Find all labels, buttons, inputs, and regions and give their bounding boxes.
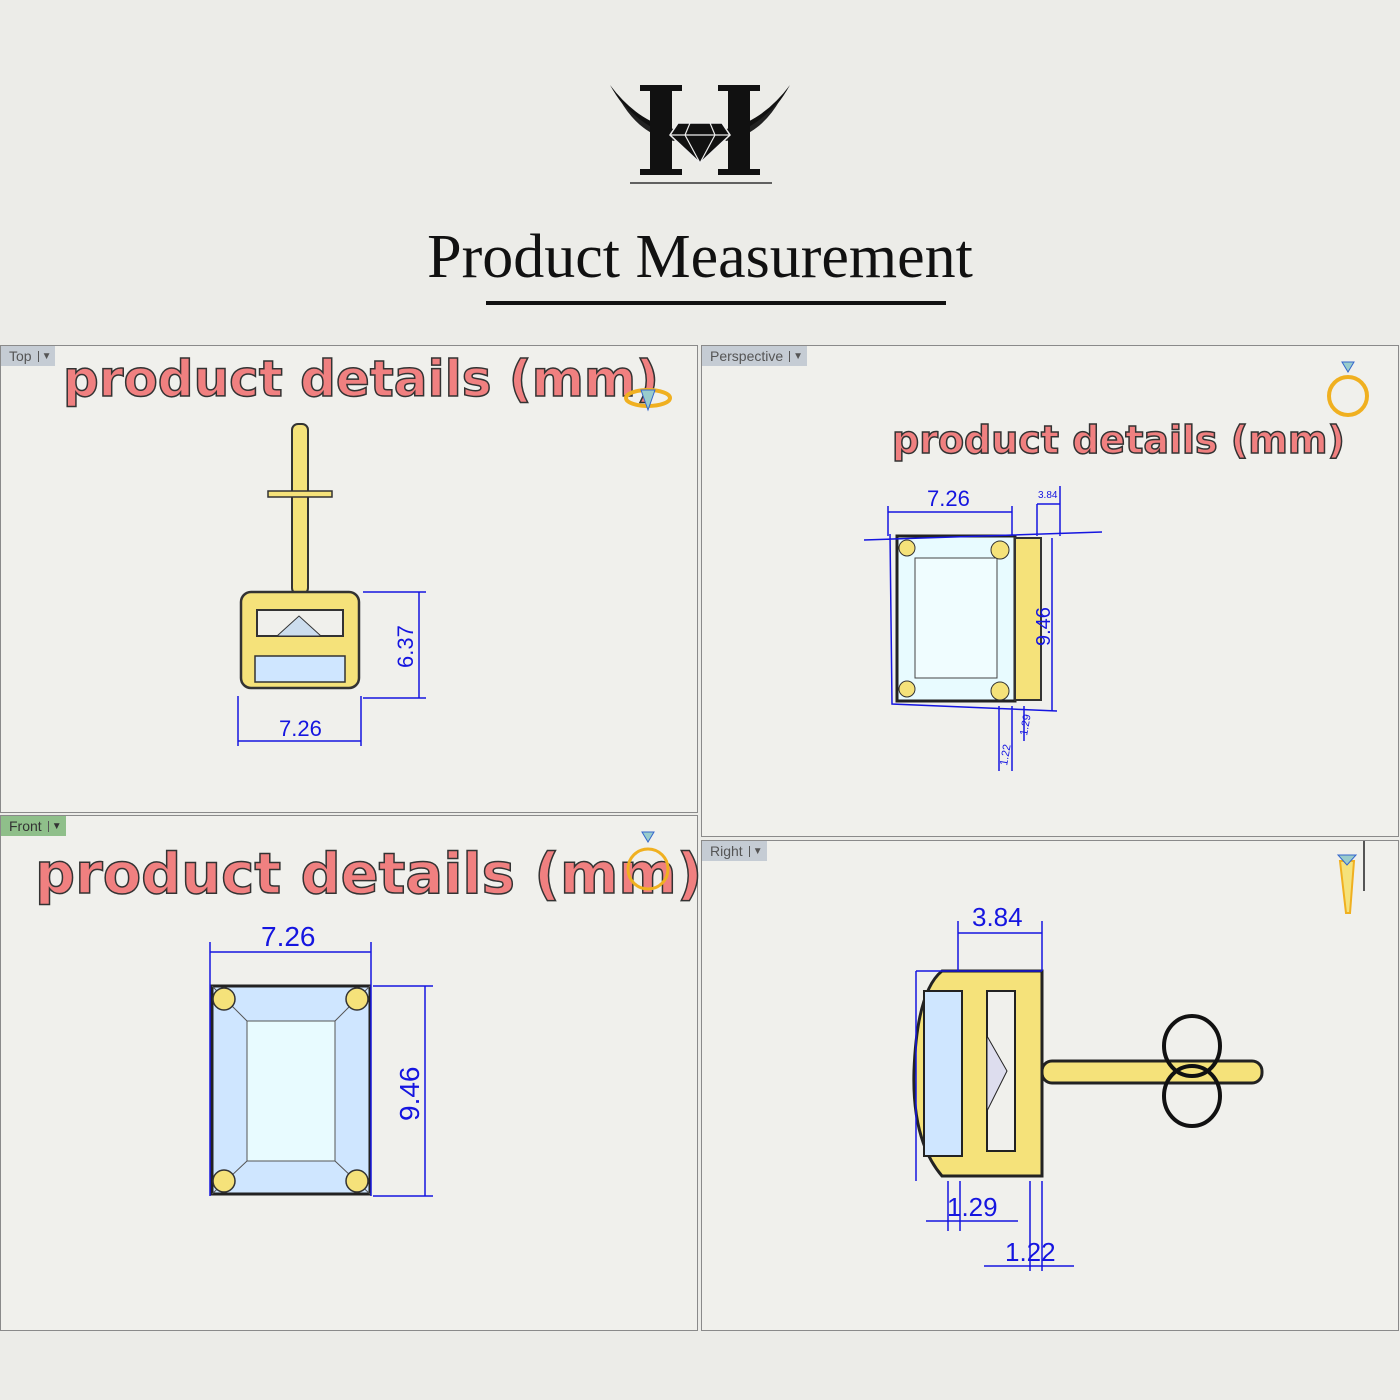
dimension-label: 6.37 [393, 625, 418, 668]
viewport-name: Top [9, 348, 32, 364]
dimension-label: 3.84 [1038, 490, 1058, 501]
dimension-label: 1.29 [1018, 713, 1034, 736]
chevron-down-icon[interactable]: ▼ [748, 845, 763, 857]
ring-top-icon [624, 388, 672, 412]
ring-side-icon [1336, 841, 1365, 914]
right-view-drawing: 3.84 1.29 1.22 [912, 841, 1365, 1271]
product-details-label: product details (mm) [34, 841, 703, 908]
ring-icon [1327, 361, 1369, 417]
dimension-label: 7.26 [279, 716, 322, 741]
dimension-label: 9.46 [394, 1067, 425, 1122]
chevron-down-icon[interactable]: ▼ [789, 350, 803, 362]
viewport-name: Perspective [710, 348, 784, 364]
product-details-label: product details (mm) [891, 417, 1345, 463]
chevron-down-icon[interactable]: ▼ [37, 350, 51, 362]
dimension-label: 7.26 [261, 921, 316, 952]
viewport-front[interactable]: Front ▼ product details (mm) 7.26 9.46 [0, 815, 703, 1331]
viewport-name: Right [710, 843, 743, 859]
viewport-top[interactable]: Top ▼ product details (mm) 7.26 6.37 [0, 345, 698, 813]
dimension-label: 1.22 [1005, 1237, 1056, 1267]
viewport-tab-top[interactable]: Top ▼ [1, 346, 56, 366]
viewport-perspective[interactable]: Perspective ▼ product details (mm) 7.26 3… [701, 345, 1399, 837]
viewport-right[interactable]: Right ▼ 3.84 1.29 1.22 [701, 840, 1399, 1331]
dimension-label: 7.26 [927, 486, 970, 511]
title-underline [486, 301, 946, 305]
ring-icon [626, 831, 670, 891]
viewport-name: Front [9, 818, 42, 834]
viewport-tab-right[interactable]: Right ▼ [702, 841, 767, 861]
viewport-tab-front[interactable]: Front ▼ [1, 816, 66, 836]
dimension-label: 1.29 [947, 1192, 998, 1222]
viewport-tab-perspective[interactable]: Perspective ▼ [702, 346, 808, 366]
brand-logo [610, 85, 790, 184]
dimension-label: 9.46 [1033, 607, 1055, 646]
product-details-label: product details (mm) [62, 349, 659, 409]
page-title: Product Measurement [427, 223, 973, 291]
chevron-down-icon[interactable]: ▼ [47, 820, 62, 832]
perspective-view-drawing: 7.26 3.84 9.46 1.29 1.22 [863, 361, 1369, 771]
dimension-label: 3.84 [972, 902, 1023, 932]
front-view-drawing: 7.26 9.46 [209, 831, 670, 1197]
top-view-drawing: 7.26 6.37 [237, 388, 672, 746]
dimension-label: 1.22 [998, 743, 1014, 766]
